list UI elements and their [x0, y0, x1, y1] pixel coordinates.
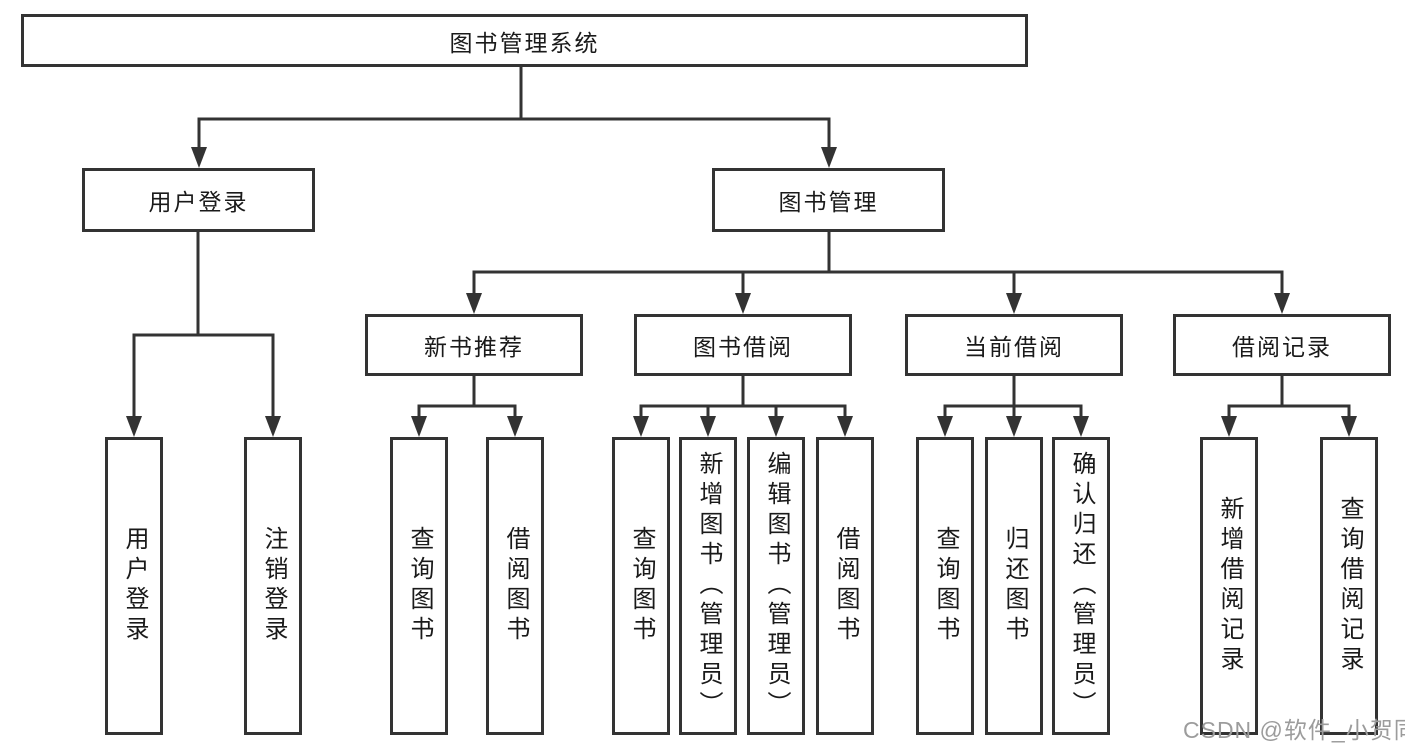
arrowhead-down-icon	[466, 293, 482, 314]
edge-current-borrow-to-leaves	[937, 376, 1089, 437]
leaf-nbr-query-books: 查询图书	[390, 437, 448, 735]
edge-book-mgmt-to-level3	[466, 232, 1290, 314]
arrowhead-down-icon	[735, 293, 751, 314]
node-book-borrowing-label: 图书借阅	[693, 334, 793, 360]
edge-line	[197, 117, 831, 150]
edge-line	[417, 404, 517, 420]
node-root: 图书管理系统	[21, 14, 1028, 67]
leaf-br-add-record: 新增借阅记录	[1200, 437, 1258, 735]
arrowhead-down-icon	[700, 416, 716, 437]
node-book-management: 图书管理	[712, 168, 945, 232]
edge-line	[1227, 404, 1351, 420]
arrowhead-down-icon	[265, 416, 281, 437]
leaf-cb-return-books: 归还图书	[985, 437, 1043, 735]
arrowhead-down-icon	[1006, 416, 1022, 437]
edge-new-book-rec-to-leaves	[411, 376, 523, 437]
node-current-borrowing-label: 当前借阅	[964, 334, 1064, 360]
edge-line	[132, 333, 275, 419]
leaf-bb-query-books: 查询图书	[612, 437, 670, 735]
leaf-cb-confirm-return-label: 确认归还（管理员）	[1068, 451, 1095, 721]
edge-line	[472, 270, 1284, 296]
leaf-bb-edit-books-label: 编辑图书（管理员）	[763, 451, 790, 721]
arrowhead-down-icon	[837, 416, 853, 437]
node-book-management-label: 图书管理	[778, 189, 879, 215]
edge-user-login-to-leaves	[126, 232, 281, 437]
leaf-nbr-query-books-label: 查询图书	[406, 526, 433, 646]
arrowhead-down-icon	[1341, 416, 1357, 437]
leaf-bb-borrow-books-label: 借阅图书	[832, 526, 859, 646]
arrowhead-down-icon	[1221, 416, 1237, 437]
node-book-borrowing: 图书借阅	[634, 314, 852, 376]
leaf-bb-add-books: 新增图书（管理员）	[679, 437, 737, 735]
arrowhead-down-icon	[1006, 293, 1022, 314]
edge-line	[639, 404, 847, 420]
arrowhead-down-icon	[821, 147, 837, 168]
node-new-book-recommendation: 新书推荐	[365, 314, 583, 376]
node-borrowing-records: 借阅记录	[1173, 314, 1391, 376]
edge-borrow-records-to-leaves	[1221, 376, 1357, 437]
arrowhead-down-icon	[633, 416, 649, 437]
leaf-bb-borrow-books: 借阅图书	[816, 437, 874, 735]
leaf-bb-query-books-label: 查询图书	[628, 526, 655, 646]
node-user-login: 用户登录	[82, 168, 315, 232]
arrowhead-down-icon	[191, 147, 207, 168]
leaf-cb-query-books-label: 查询图书	[932, 526, 959, 646]
arrowhead-down-icon	[768, 416, 784, 437]
leaf-br-query-record-label: 查询借阅记录	[1336, 496, 1363, 676]
arrowhead-down-icon	[507, 416, 523, 437]
leaf-user-login: 用户登录	[105, 437, 163, 735]
leaf-nbr-borrow-books: 借阅图书	[486, 437, 544, 735]
node-new-book-recommendation-label: 新书推荐	[424, 334, 524, 360]
leaf-cb-confirm-return: 确认归还（管理员）	[1052, 437, 1110, 735]
node-user-login-label: 用户登录	[148, 189, 249, 215]
arrowhead-down-icon	[1073, 416, 1089, 437]
watermark: CSDN @软件_小贺同学	[1183, 717, 1405, 743]
leaf-user-login-label: 用户登录	[121, 526, 148, 646]
node-borrowing-records-label: 借阅记录	[1232, 334, 1332, 360]
arrowhead-down-icon	[126, 416, 142, 437]
leaf-cb-return-books-label: 归还图书	[1001, 526, 1028, 646]
arrowhead-down-icon	[411, 416, 427, 437]
node-root-label: 图书管理系统	[449, 29, 600, 56]
arrowhead-down-icon	[1274, 293, 1290, 314]
leaf-logout: 注销登录	[244, 437, 302, 735]
leaf-br-query-record: 查询借阅记录	[1320, 437, 1378, 735]
arrowhead-down-icon	[937, 416, 953, 437]
leaf-cb-query-books: 查询图书	[916, 437, 974, 735]
leaf-br-add-record-label: 新增借阅记录	[1216, 496, 1243, 676]
leaf-nbr-borrow-books-label: 借阅图书	[502, 526, 529, 646]
edge-root-to-level2	[191, 67, 837, 168]
leaf-bb-add-books-label: 新增图书（管理员）	[695, 451, 722, 721]
leaf-logout-label: 注销登录	[260, 526, 287, 646]
leaf-bb-edit-books: 编辑图书（管理员）	[747, 437, 805, 735]
edge-book-borrow-to-leaves	[633, 376, 853, 437]
node-current-borrowing: 当前借阅	[905, 314, 1123, 376]
